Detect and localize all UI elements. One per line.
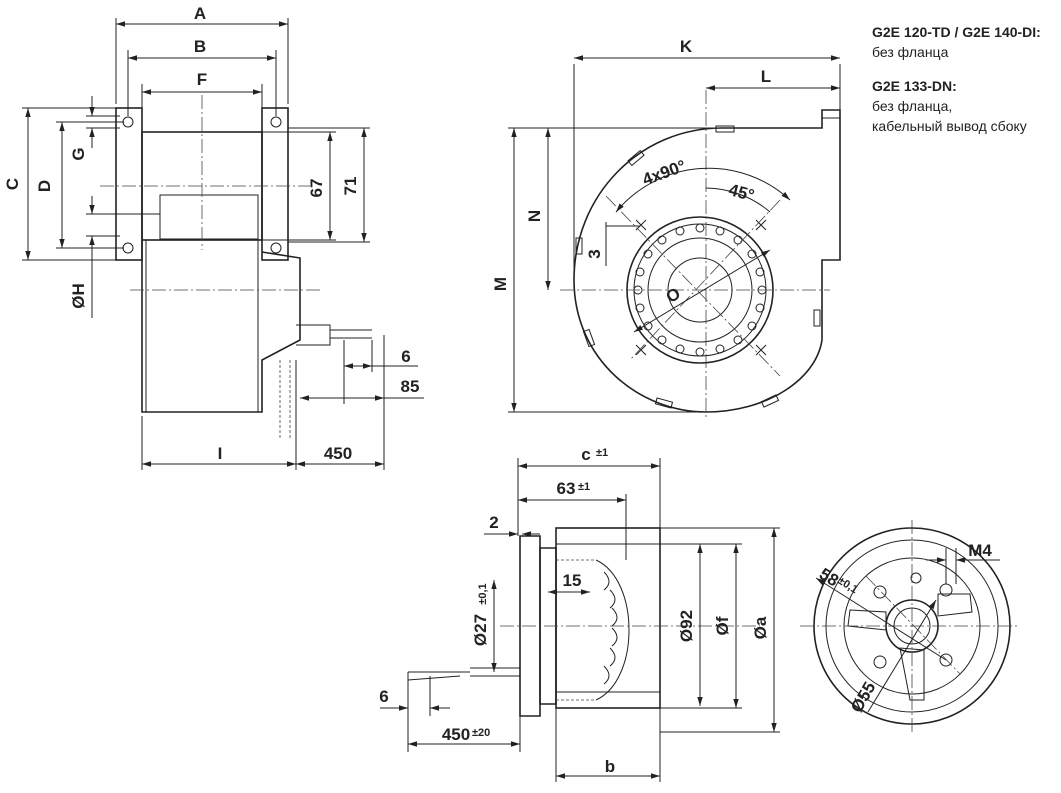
dim-angle: 45° <box>727 180 757 205</box>
dim-6: 6 <box>401 347 410 366</box>
dim-O: O <box>663 284 684 307</box>
dim-K: K <box>680 37 693 56</box>
dim-15: 15 <box>563 571 582 590</box>
dim-c: c <box>581 445 590 464</box>
motor-side-view: c ±1 63 ±1 2 15 Ø27 ±0,1 Ø92 Øf Øa <box>379 445 780 782</box>
dim-71: 71 <box>341 177 360 196</box>
dim-c-tol: ±1 <box>596 447 608 459</box>
dim-N: N <box>525 210 544 222</box>
dim-holes: 4x90° <box>640 156 689 189</box>
variant-notes: G2E 120-TD / G2E 140-DI: без фланца G2E … <box>872 22 1057 150</box>
dim-6b: 6 <box>379 687 388 706</box>
dim-67: 67 <box>307 179 326 198</box>
dim-a: Øa <box>751 616 770 639</box>
dim-H: ØH <box>69 283 88 309</box>
note-heading: G2E 120-TD / G2E 140-DI: <box>872 24 1041 40</box>
dim-M: M <box>491 277 510 291</box>
side-view: A B F C D G ØH 67 71 <box>3 4 424 470</box>
front-view: 4x90° 45° 3 O K L M N <box>491 37 841 420</box>
dim-G: G <box>69 147 88 160</box>
dim-B: B <box>194 37 206 56</box>
note-line: без фланца <box>872 44 949 60</box>
note-g2e120: G2E 120-TD / G2E 140-DI: без фланца <box>872 22 1057 62</box>
dim-I: I <box>218 444 223 463</box>
dim-63-tol: ±1 <box>578 481 590 493</box>
dim-2: 2 <box>489 513 498 532</box>
dim-450: 450 <box>324 444 352 463</box>
dim-f: Øf <box>713 616 732 635</box>
dim-92: Ø92 <box>677 610 696 642</box>
note-heading: G2E 133-DN: <box>872 78 957 94</box>
note-line: без фланца, <box>872 98 953 114</box>
dim-3: 3 <box>585 249 604 258</box>
dim-D: D <box>35 180 54 192</box>
dim-85: 85 <box>401 377 420 396</box>
dim-450b: 450 <box>442 725 470 744</box>
dim-63: 63 <box>557 479 576 498</box>
note-g2e133: G2E 133-DN: без фланца, кабельный вывод … <box>872 76 1057 136</box>
dim-27: Ø27 <box>471 614 490 646</box>
dim-F: F <box>197 70 207 89</box>
dim-b: b <box>605 757 615 776</box>
dim-A: A <box>194 4 206 23</box>
dim-450b-tol: ±20 <box>472 727 490 739</box>
note-line: кабельный вывод сбоку <box>872 118 1027 134</box>
motor-front-view: 58 ±0,1 M4 Ø55 <box>800 520 1020 735</box>
dim-55: Ø55 <box>847 679 880 716</box>
dim-C: C <box>3 178 22 190</box>
dim-27-tol: ±0,1 <box>477 583 489 604</box>
dim-L: L <box>761 67 771 86</box>
dim-M4: M4 <box>968 541 992 560</box>
